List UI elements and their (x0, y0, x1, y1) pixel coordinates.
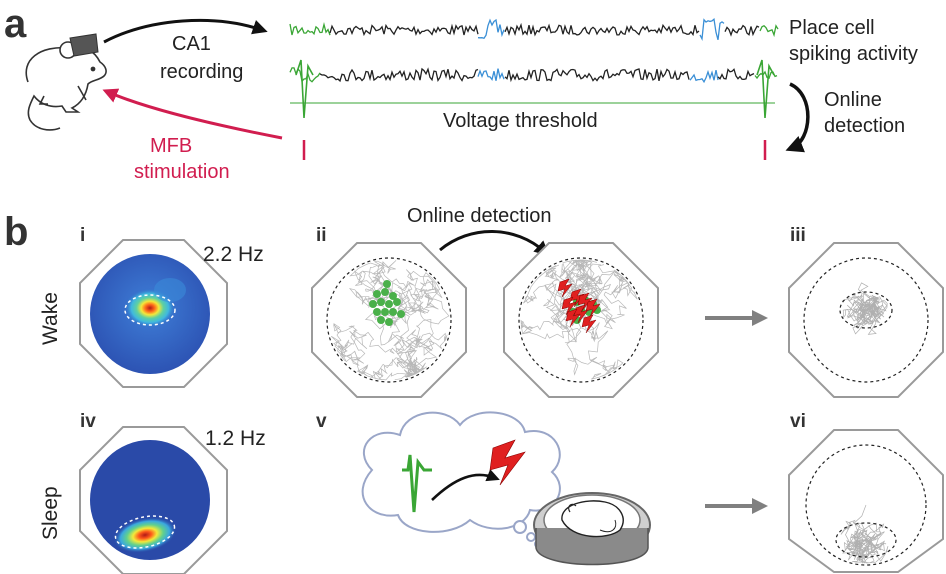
online-detection-arrow-icon (785, 82, 810, 153)
spiking-label-line1: Place cell (789, 17, 875, 39)
spike-location-dot (373, 308, 381, 316)
recording-label-line2: recording (160, 61, 244, 83)
stimulation-arrow-icon (102, 88, 283, 140)
threshold-label: Voltage threshold (443, 110, 598, 132)
online-detection-label: Online detection (407, 205, 552, 227)
headstage-icon (69, 33, 99, 57)
lightning-icon (565, 308, 581, 328)
spike-location-dot (383, 280, 391, 288)
threshold-spike-1 (295, 59, 314, 119)
sleeping-mouse-icon (533, 492, 651, 566)
lightning-icon (577, 292, 593, 312)
trajectory-path (330, 260, 450, 381)
lightning-icon (489, 439, 526, 486)
sub-label-iii: iii (790, 225, 806, 246)
sub-label-i: i (80, 225, 86, 246)
arena-wake-result (788, 242, 944, 398)
spike-location-dot (381, 288, 389, 296)
wake-rate: 2.2 Hz (203, 243, 264, 266)
lightning-icon (585, 298, 601, 318)
stimulation-label-line2: stimulation (134, 161, 230, 183)
panel-label-a: a (4, 2, 27, 46)
trajectory-path (520, 259, 638, 380)
wake-label: Wake (39, 292, 62, 345)
spike-icon (402, 454, 432, 513)
sleep-label: Sleep (39, 486, 62, 540)
spike-location-dot (385, 300, 393, 308)
sub-label-iv: iv (80, 411, 96, 432)
spiking-label-line2: spiking activity (789, 43, 918, 65)
lightning-icon (557, 278, 573, 298)
sleep-place-field (79, 426, 228, 574)
recording-label-line1: CA1 (172, 33, 211, 55)
spike-location-dot (373, 290, 381, 298)
spike-location-dot (389, 292, 397, 300)
mouse-icon (25, 41, 107, 131)
lightning-icon (581, 314, 597, 334)
sub-label-v: v (316, 411, 327, 432)
spike-location-dot (385, 318, 393, 326)
spike-location-dot (397, 310, 405, 318)
trace-filtered (289, 67, 778, 84)
recording-arrow-icon (103, 18, 268, 44)
sleep-rate: 1.2 Hz (205, 427, 266, 450)
spike-location-dot (389, 308, 397, 316)
threshold-spike-2 (756, 59, 775, 119)
replay-arrow-icon (431, 469, 500, 501)
arena-trajectory-detection (503, 242, 659, 398)
lightning-icon (561, 296, 577, 316)
trajectory-path (841, 282, 888, 335)
spike-location-dot (377, 298, 385, 306)
online-detection-curve-arrow-icon (439, 230, 550, 257)
wake-place-field (79, 239, 228, 388)
spiking-traces (289, 17, 779, 119)
arena-trajectory-before (311, 242, 467, 398)
spike-location-dot (369, 300, 377, 308)
lightning-icon (557, 278, 601, 334)
trajectory-path (840, 504, 889, 564)
detection-label-line2: detection (824, 115, 906, 137)
arena-sleep-result (788, 429, 944, 573)
spike-location-dot (393, 298, 401, 306)
stimulation-label-line1: MFB (150, 135, 193, 157)
spike-location-dot (377, 316, 385, 324)
detection-label-line1: Online (824, 89, 882, 111)
sub-label-ii: ii (316, 225, 327, 246)
sub-label-vi: vi (790, 411, 806, 432)
trace-raw (289, 17, 779, 42)
spike-location-dot (381, 308, 389, 316)
panel-label-b: b (4, 210, 29, 254)
